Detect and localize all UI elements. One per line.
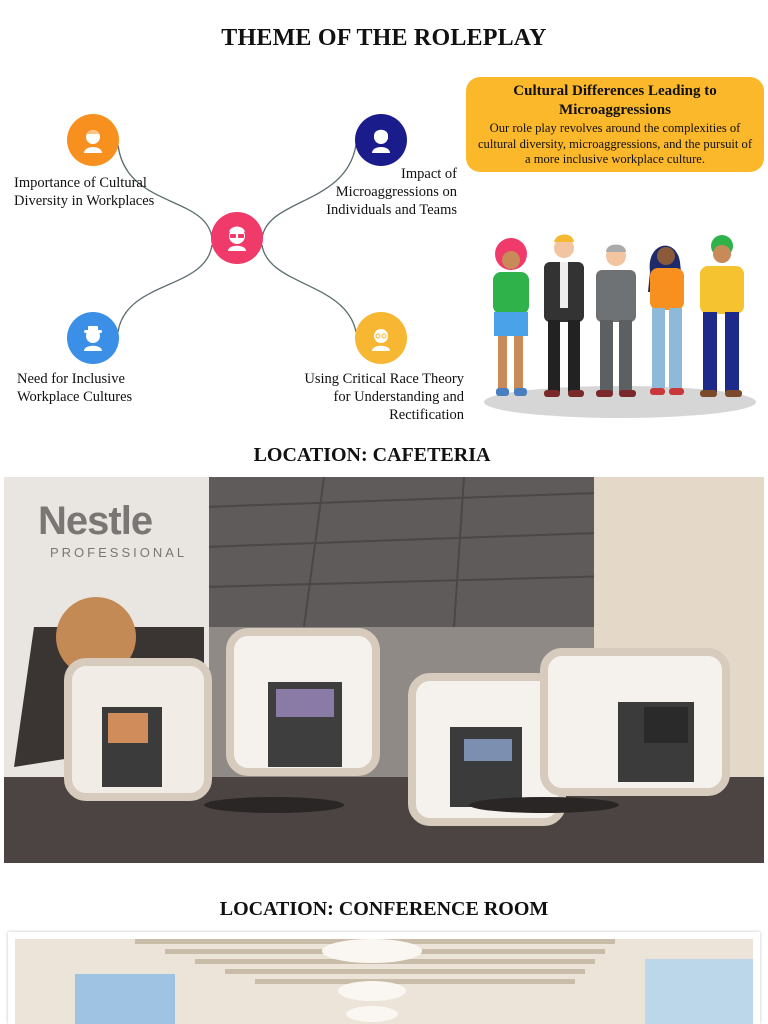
- person-icon: [84, 130, 102, 153]
- person-glasses-icon: [228, 226, 246, 251]
- conference-room-photo: [15, 939, 753, 1024]
- person-hat-icon: [84, 326, 102, 351]
- nestle-sign-sub: PROFESSIONAL: [50, 545, 188, 560]
- mindmap-center-node: [211, 212, 263, 264]
- theme-callout: Cultural Differences Leading to Microagg…: [466, 77, 764, 172]
- callout-body: Our role play revolves around the comple…: [477, 121, 753, 166]
- mindmap-node-bottom-left: [67, 312, 119, 364]
- conference-photo-frame: [8, 932, 760, 1024]
- mindmap-label-bottom-left: Need for Inclusive Workplace Cultures: [17, 371, 133, 405]
- diverse-people-illustration: [484, 234, 756, 418]
- elder-person-icon: [372, 329, 390, 351]
- mindmap-label-bottom-right: Using Critical Race Theory for Understan…: [304, 371, 464, 423]
- cafeteria-title: LOCATION: CAFETERIA: [253, 444, 491, 466]
- mindmap-label-top-left: Importance of Cultural Diversity in Work…: [14, 175, 155, 209]
- mindmap-node-top-right: [355, 114, 407, 166]
- mindmap-connectors: [117, 144, 357, 333]
- page-title: THEME OF THE ROLEPLAY: [221, 25, 547, 51]
- cafeteria-photo: Nestle PROFESSIONAL: [4, 477, 764, 863]
- mindmap-label-top-right: Impact of Microaggressions on Individual…: [326, 166, 457, 218]
- mindmap-node-bottom-right: [355, 312, 407, 364]
- callout-title: Cultural Differences Leading to Microagg…: [513, 83, 717, 118]
- mindmap-node-top-left: [67, 114, 119, 166]
- person-icon: [372, 129, 390, 153]
- nestle-sign: Nestle: [38, 499, 153, 543]
- conference-room-title: LOCATION: CONFERENCE ROOM: [219, 898, 549, 920]
